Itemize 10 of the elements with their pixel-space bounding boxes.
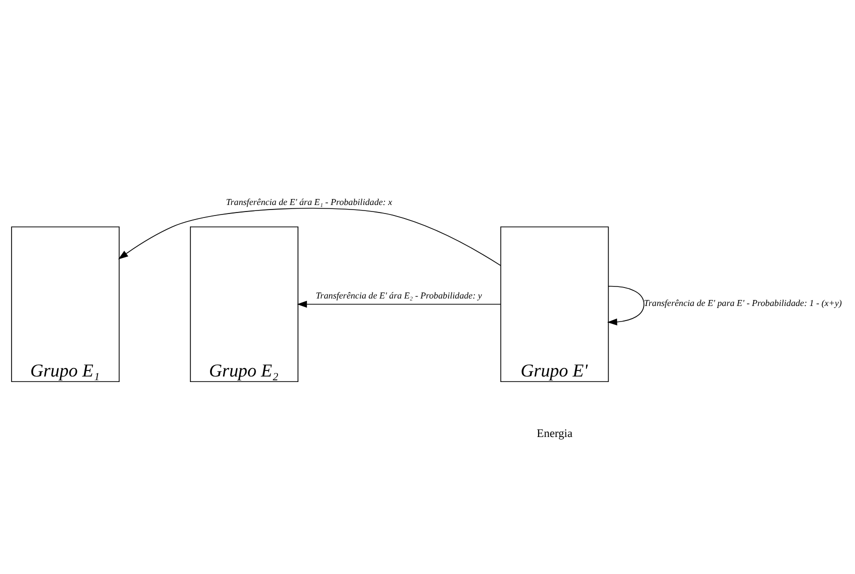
node-box: Grupo E₂: [190, 226, 298, 382]
arrow: [118, 207, 502, 266]
edge-label: Transferência de E' para E' - Probabilidade: 1 - (x+y): [644, 297, 842, 308]
node-box: Grupo E': [500, 226, 609, 382]
arrow: [607, 285, 644, 325]
edge-label: Transferência de E' ára E₂ - Probabilidade: y: [316, 290, 482, 300]
edge-label: Transferência de E' ára E₁ - Probabilidade: x: [226, 196, 392, 207]
label: Energia: [536, 426, 573, 440]
arrow: [296, 300, 501, 308]
node-box: Grupo E₁: [11, 226, 120, 382]
